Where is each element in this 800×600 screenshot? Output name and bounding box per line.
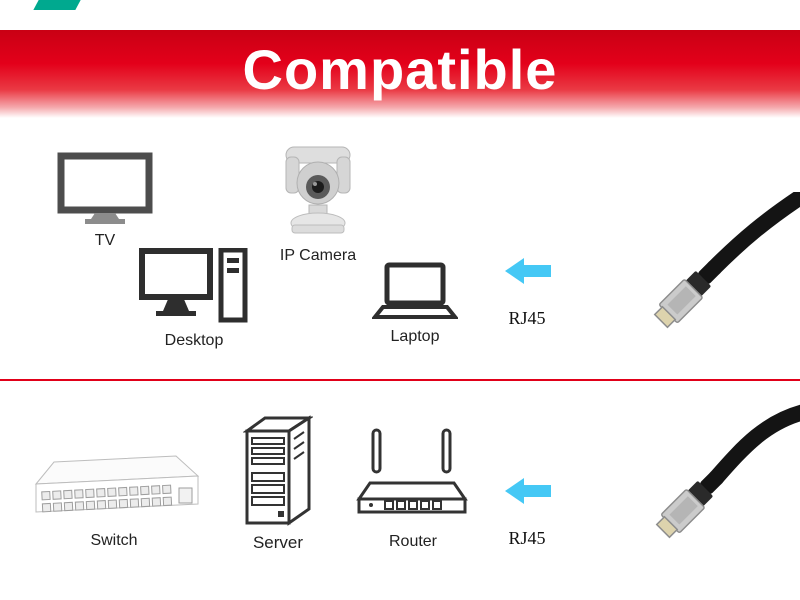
device-laptop: Laptop <box>372 262 458 346</box>
banner-title: Compatible <box>242 37 558 101</box>
tv-icon <box>57 152 153 224</box>
device-tv: TV <box>55 152 155 250</box>
rj45-label: RJ45 <box>508 528 546 548</box>
banner: Compatible <box>0 30 800 118</box>
device-ip-camera: IP Camera <box>278 145 358 265</box>
device-server: Server <box>242 415 314 553</box>
ip-camera-icon <box>285 146 351 234</box>
rj45-label: RJ45 <box>508 308 546 328</box>
switch-label: Switch <box>90 532 138 549</box>
laptop-label: Laptop <box>390 328 440 345</box>
desktop-icon <box>139 248 248 323</box>
device-desktop: Desktop <box>138 248 250 350</box>
server-label: Server <box>252 533 304 552</box>
router-icon <box>356 428 468 514</box>
device-router: Router <box>355 425 471 551</box>
desktop-label: Desktop <box>164 332 224 349</box>
ip-camera-label: IP Camera <box>279 247 357 264</box>
left-arrow-icon <box>505 478 551 504</box>
section-divider <box>0 379 800 381</box>
ethernet-cable-image <box>653 192 800 329</box>
server-icon <box>243 415 313 526</box>
switch-icon <box>34 455 200 513</box>
device-switch: Switch <box>25 450 203 550</box>
ethernet-cable-image <box>655 404 800 539</box>
left-arrow-icon <box>505 258 551 284</box>
brand-logo <box>33 0 81 10</box>
tv-label: TV <box>94 232 116 249</box>
laptop-icon <box>372 262 458 319</box>
router-label: Router <box>388 533 438 550</box>
